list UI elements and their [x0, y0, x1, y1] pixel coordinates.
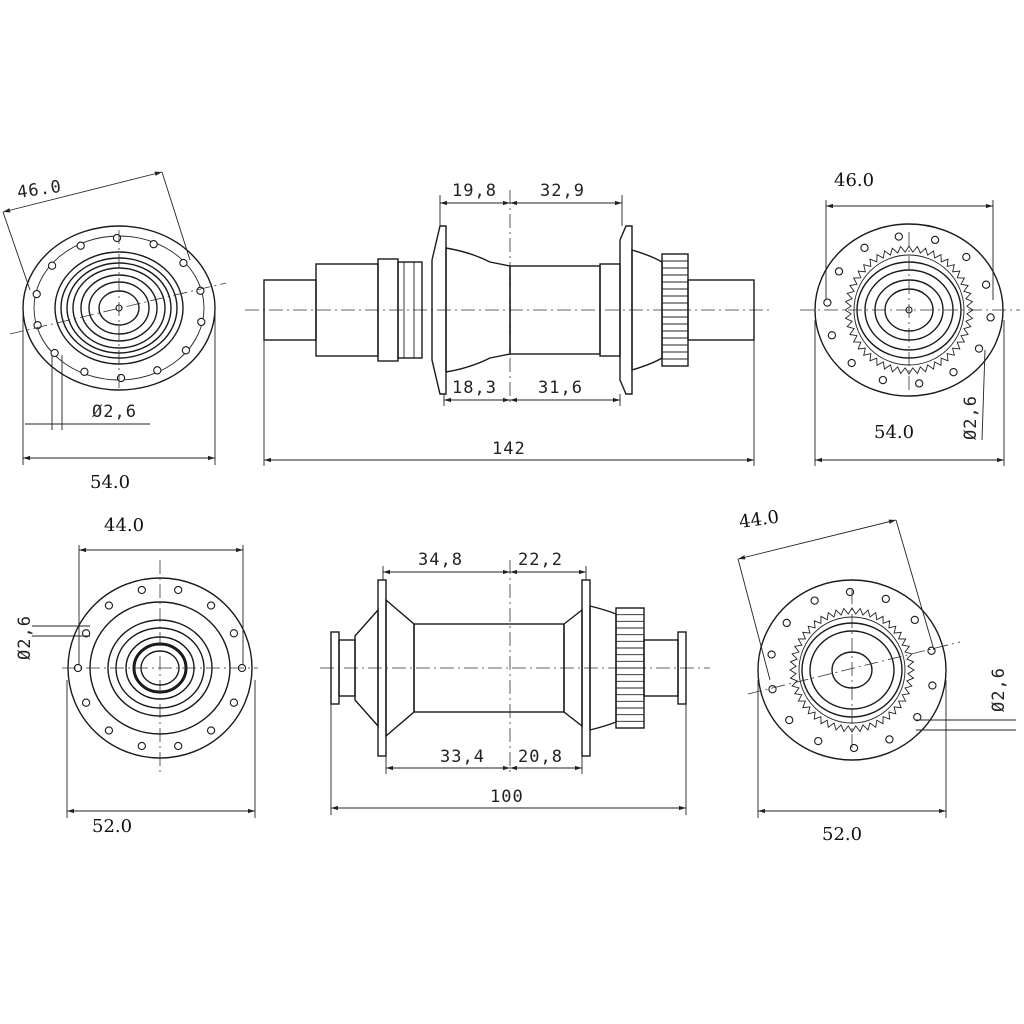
front-left-bottom-dim: 52.0: [92, 816, 132, 837]
spoke-hole: [197, 317, 206, 327]
rear-dim-31-6: 31,6: [538, 378, 583, 398]
spoke-hole: [885, 735, 894, 744]
spoke-hole: [229, 698, 239, 707]
spoke-hole: [814, 736, 823, 746]
spoke-hole: [149, 240, 158, 249]
rear-side-view: 19,8 32,9 18,3 31,6 142: [245, 181, 770, 466]
spoke-hole: [81, 629, 91, 638]
spoke-hole: [174, 741, 183, 751]
spoke-hole: [767, 650, 776, 659]
spoke-hole: [860, 243, 869, 252]
rear-right-top-dim: 46.0: [834, 170, 874, 191]
front-dim-34-8: 34,8: [418, 550, 463, 570]
rotor-spline-teeth: [662, 260, 688, 360]
rear-left-bottom-dim: 54.0: [90, 472, 130, 493]
spoke-hole: [878, 375, 888, 385]
spoke-hole: [930, 235, 940, 245]
spoke-hole: [913, 712, 922, 722]
spoke-hole: [928, 681, 937, 690]
rear-left-flange-view: 46.0 54.0 Ø2,6: [2, 171, 227, 493]
spoke-hole: [116, 373, 126, 383]
spoke-hole: [179, 258, 188, 268]
spoke-holes: [823, 232, 995, 388]
spoke-hole: [834, 267, 844, 276]
spoke-hole: [174, 585, 183, 595]
spoke-hole: [785, 715, 794, 725]
spoke-hole: [137, 585, 146, 595]
spoke-hole: [206, 601, 216, 610]
spoke-hole: [782, 618, 791, 628]
rear-dim-19-8: 19,8: [452, 181, 497, 201]
spoke-hole: [137, 741, 146, 751]
spoke-hole: [50, 348, 59, 358]
spoke-hole: [894, 232, 903, 241]
spoke-hole: [910, 615, 919, 625]
spoke-holes: [32, 233, 206, 383]
spoke-hole: [104, 726, 114, 735]
rotor-spline-teeth: [616, 614, 644, 722]
spoke-hole: [32, 289, 41, 299]
spoke-hole: [76, 241, 85, 250]
spoke-hole: [80, 367, 89, 376]
spoke-hole: [915, 379, 924, 388]
front-overall-dim: 100: [490, 787, 524, 807]
rear-left-hole-dim: Ø2,6: [92, 402, 137, 422]
spoke-hole: [823, 298, 832, 307]
spoke-hole: [229, 629, 239, 638]
spoke-hole: [47, 261, 57, 270]
spoke-hole: [986, 313, 995, 322]
rear-right-bottom-dim: 54.0: [874, 422, 914, 443]
spoke-hole: [981, 280, 991, 289]
front-left-hole-dim: Ø2,6: [15, 615, 35, 660]
spoke-hole: [962, 252, 971, 262]
rear-dim-18-3: 18,3: [452, 378, 497, 398]
spoke-hole: [847, 358, 856, 368]
spoke-hole: [181, 346, 191, 355]
spoke-hole: [845, 587, 855, 597]
front-side-view: 34,8 22,2 33,4 20,8 100: [320, 550, 710, 815]
front-left-flange-view: 44.0 52.0 Ø2,6: [15, 515, 258, 837]
front-right-flange-view: 44.0 52.0 Ø2,6: [737, 507, 1016, 845]
spoke-hole: [81, 698, 91, 707]
spoke-hole: [974, 344, 984, 353]
spoke-hole: [768, 685, 777, 694]
front-right-hole-dim: Ø2,6: [989, 667, 1009, 712]
spline-teeth: [844, 245, 974, 375]
front-dim-33-4: 33,4: [440, 747, 485, 767]
front-dim-20-8: 20,8: [518, 747, 563, 767]
rear-dim-32-9: 32,9: [540, 181, 585, 201]
rear-overall-dim: 142: [492, 439, 526, 459]
spoke-hole: [927, 646, 936, 655]
front-right-top-dim: 44.0: [738, 507, 781, 533]
rear-right-hole-dim: Ø2,6: [961, 395, 981, 440]
spoke-hole: [810, 596, 819, 605]
spoke-hole: [153, 366, 162, 375]
spoke-hole: [112, 233, 122, 243]
front-right-bottom-dim: 52.0: [822, 824, 862, 845]
spoke-hole: [104, 601, 114, 610]
spline-teeth: [789, 607, 915, 733]
spoke-hole: [827, 331, 837, 340]
front-left-top-dim: 44.0: [104, 515, 144, 536]
spoke-hole: [949, 368, 958, 377]
spoke-holes: [73, 585, 247, 751]
rear-right-flange-view: 46.0 54.0 Ø2,6: [800, 170, 1020, 466]
front-dim-22-2: 22,2: [518, 550, 563, 570]
spoke-hole: [881, 594, 890, 604]
spoke-hole: [849, 743, 859, 753]
spoke-hole: [206, 726, 216, 735]
